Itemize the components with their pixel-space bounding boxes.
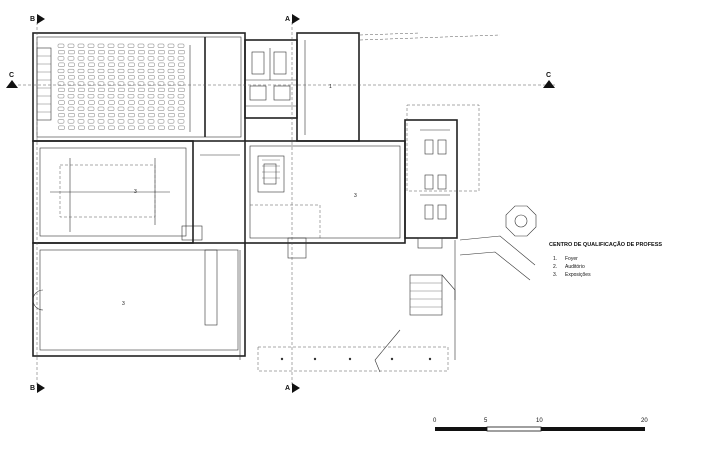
scale-label-0: 0 xyxy=(433,418,437,424)
octagon-kiosk xyxy=(505,205,537,237)
section-lines xyxy=(18,22,555,385)
section-marker-b-bottom: B xyxy=(30,383,45,393)
scale-label-10: 10 xyxy=(536,418,543,424)
toilet-block-right xyxy=(404,104,480,249)
exterior-stairs xyxy=(374,235,536,373)
svg-text:C: C xyxy=(9,72,14,79)
auditorium-stair xyxy=(36,47,52,121)
svg-text:B: B xyxy=(30,385,35,392)
legend-item-3: Exposições xyxy=(565,272,591,278)
section-marker-c-left: C xyxy=(6,72,18,88)
section-marker-c-right: C xyxy=(543,72,555,88)
auditorium-seating xyxy=(57,43,185,130)
room-label-expo-lower: 3 xyxy=(122,301,125,307)
scale-label-20: 20 xyxy=(641,418,648,424)
room-label-foyer: 1 xyxy=(329,84,332,90)
legend: CENTRO DE QUALIFICAÇÃO DE PROFESS 1. Foy… xyxy=(549,241,662,278)
legend-item-2: Auditório xyxy=(565,264,585,270)
auditorium xyxy=(32,32,246,142)
terrace xyxy=(239,250,449,372)
foyer-room: 1 xyxy=(296,32,501,142)
svg-text:A: A xyxy=(285,385,290,392)
scale-bar: 0 5 10 20 xyxy=(433,418,648,432)
svg-text:B: B xyxy=(30,16,35,23)
room-label-hall: 3 xyxy=(354,193,357,199)
scale-label-5: 5 xyxy=(484,418,488,424)
section-marker-b-top: B xyxy=(30,14,45,24)
exhibition-room-upper: 3 xyxy=(32,140,194,244)
corridor xyxy=(181,140,246,244)
central-hall: 3 xyxy=(244,140,406,259)
toilet-block-top xyxy=(244,39,298,119)
exhibition-room-lower: 3 xyxy=(32,242,246,357)
plan-title: CENTRO DE QUALIFICAÇÃO DE PROFESS xyxy=(549,241,662,248)
legend-num-1: 1. xyxy=(553,256,557,262)
svg-text:A: A xyxy=(285,16,290,23)
section-marker-a-top: A xyxy=(285,14,300,24)
legend-num-3: 3. xyxy=(553,272,557,278)
svg-text:C: C xyxy=(546,72,551,79)
legend-num-2: 2. xyxy=(553,264,557,270)
legend-item-1: Foyer xyxy=(565,256,578,262)
section-marker-a-bottom: A xyxy=(285,383,300,393)
room-label-expo-upper: 3 xyxy=(134,189,137,195)
